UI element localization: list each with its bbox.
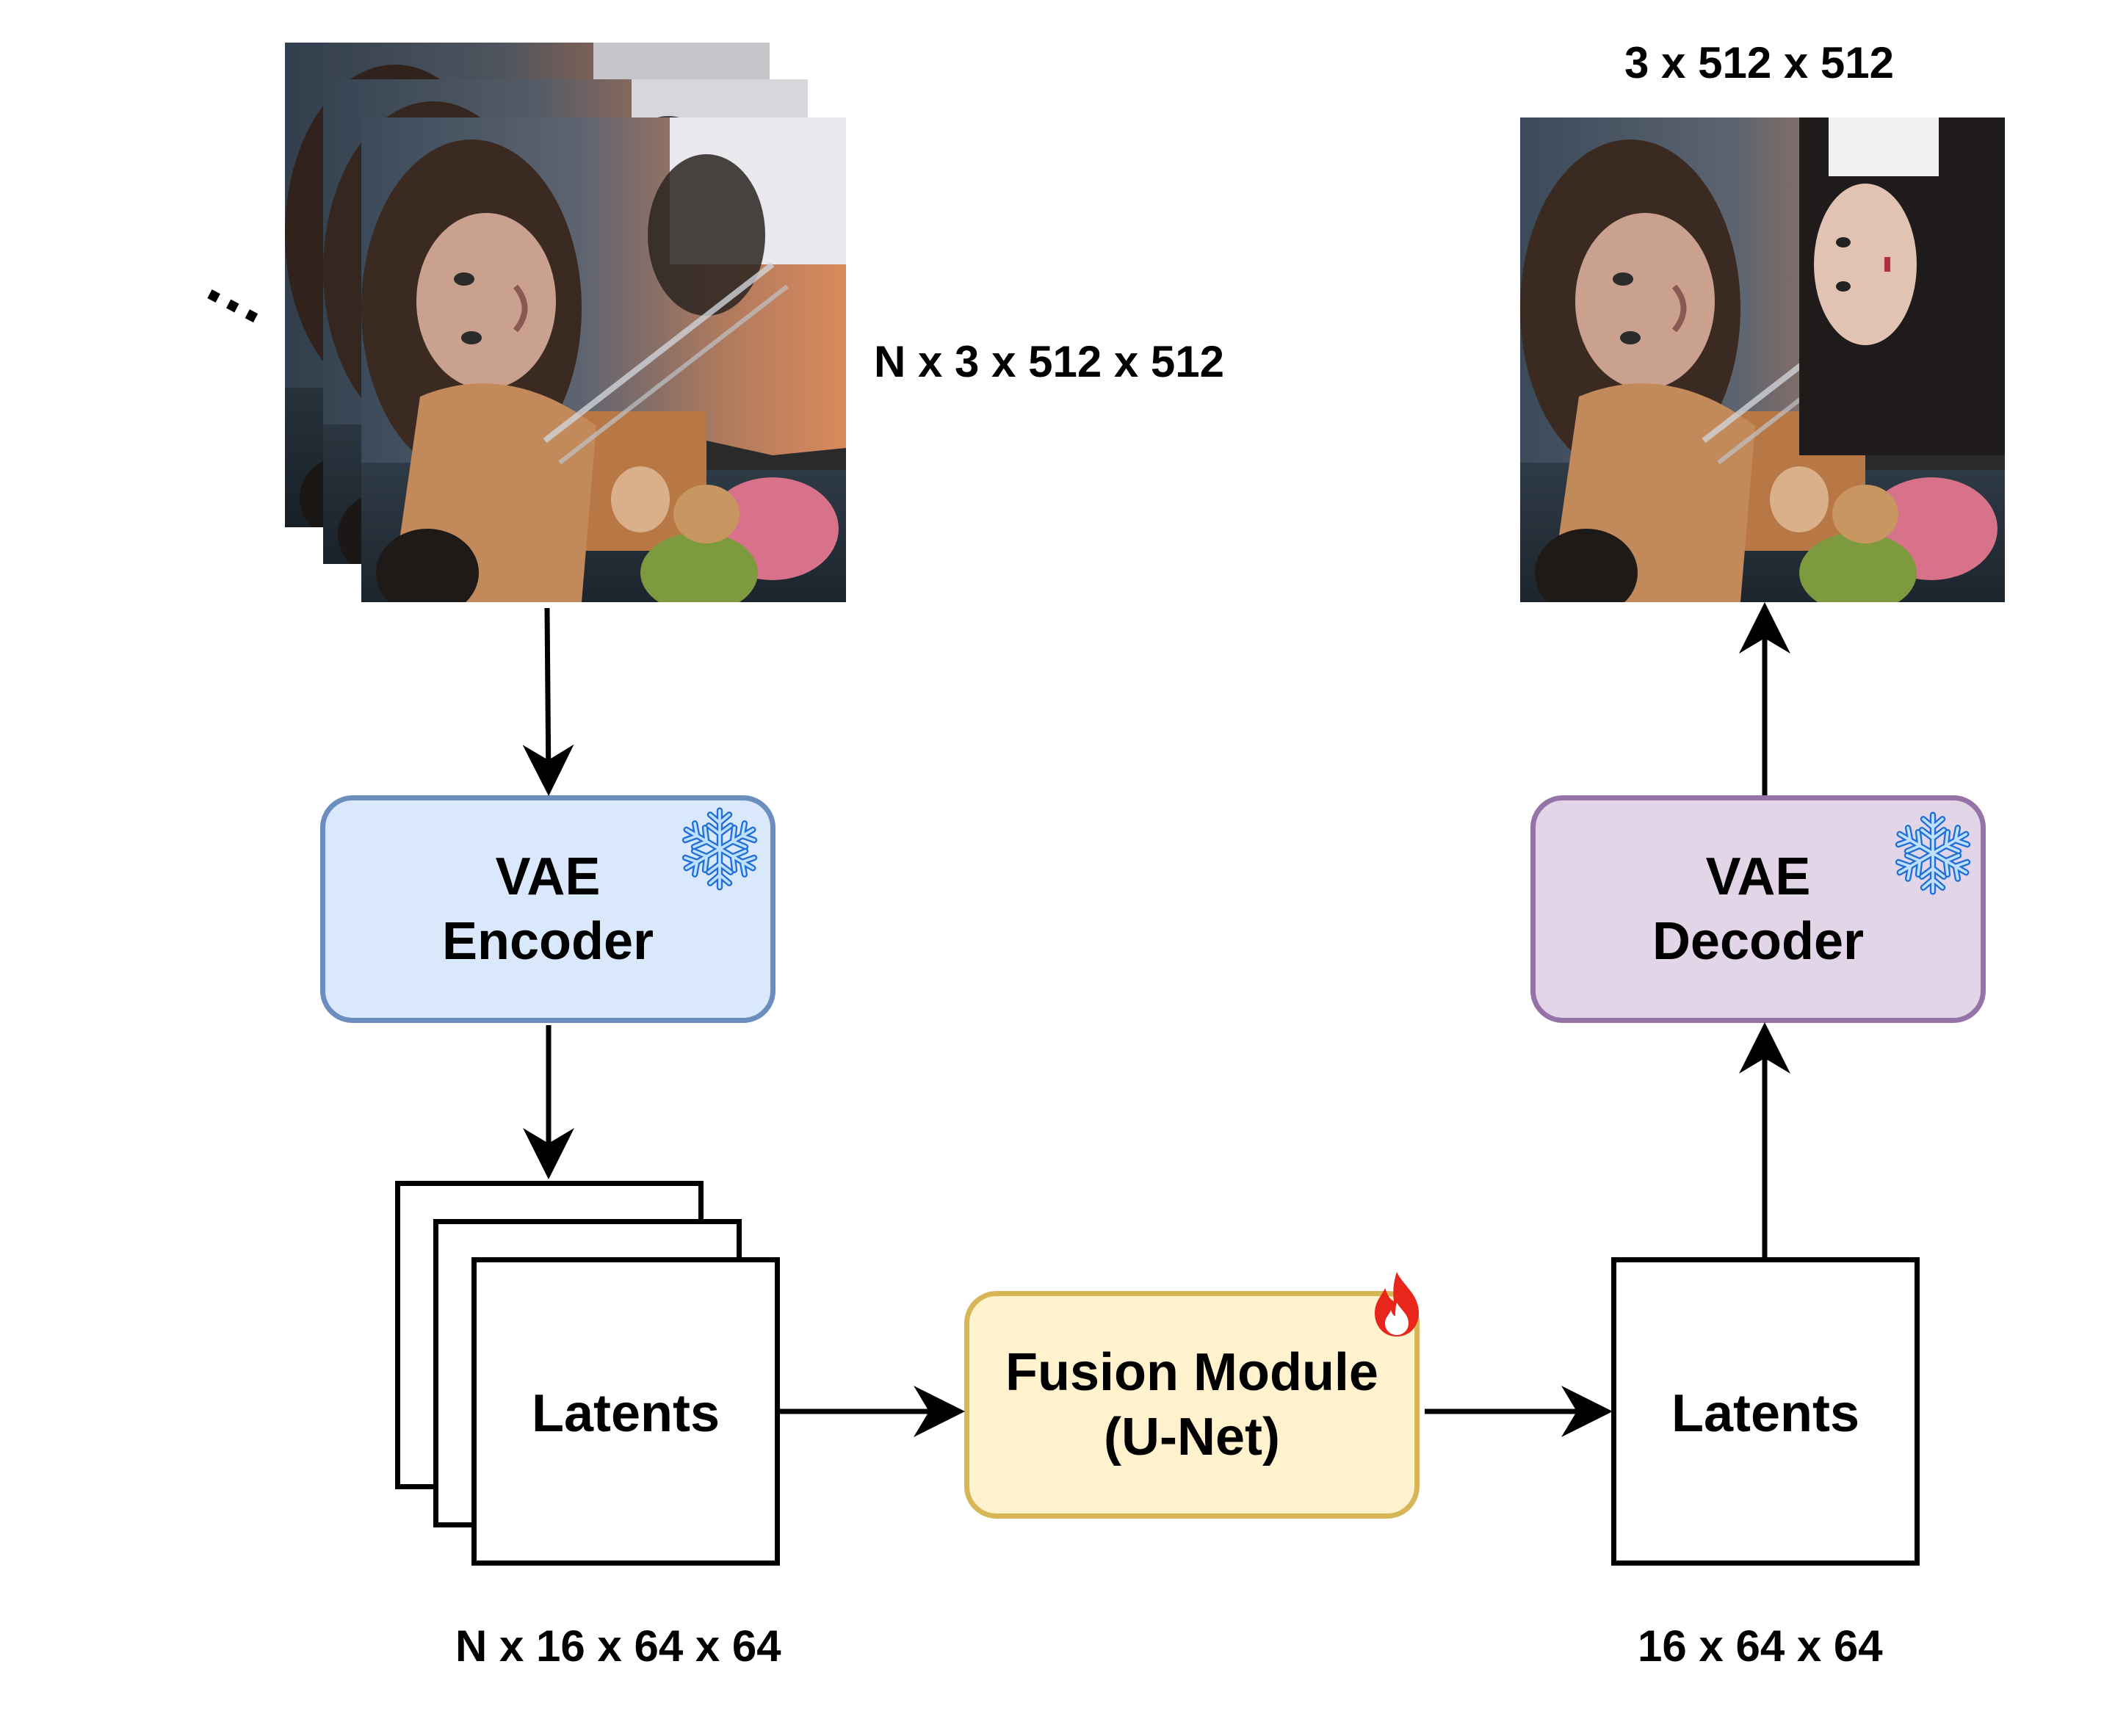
input-images-dims: N x 3 x 512 x 512 <box>874 337 1225 386</box>
latents-right-box: Latents <box>1611 1257 1920 1566</box>
vae-encoder-line1: VAE <box>495 847 601 906</box>
latents-right-dims: 16 x 64 x 64 <box>1638 1621 1883 1671</box>
vae-decoder-line1: VAE <box>1705 847 1811 906</box>
snowflake-icon <box>1892 808 1974 899</box>
fusion-module-line2: (U-Net) <box>1104 1408 1280 1466</box>
stack-ellipsis: ... <box>196 244 288 339</box>
vae-encoder-line2: Encoder <box>441 912 654 971</box>
fusion-module-box: Fusion Module (U-Net) <box>964 1291 1420 1519</box>
vae-decoder-line2: Decoder <box>1652 912 1865 971</box>
arrow-images-to-encoder <box>522 607 574 796</box>
latents-left-dims: N x 16 x 64 x 64 <box>455 1621 781 1671</box>
snowflake-icon <box>679 803 761 894</box>
input-image-front <box>361 117 846 602</box>
output-image <box>1520 117 2005 602</box>
latents-left-label: Latents <box>531 1384 720 1443</box>
fire-icon <box>1375 1272 1419 1337</box>
fusion-module-line1: Fusion Module <box>1005 1343 1378 1402</box>
latents-right-label: Latents <box>1671 1384 1860 1443</box>
output-image-dims: 3 x 512 x 512 <box>1624 38 1895 87</box>
latents-left-box: Latents <box>471 1257 780 1566</box>
vae-decoder-box: VAE Decoder <box>1530 795 1986 1023</box>
